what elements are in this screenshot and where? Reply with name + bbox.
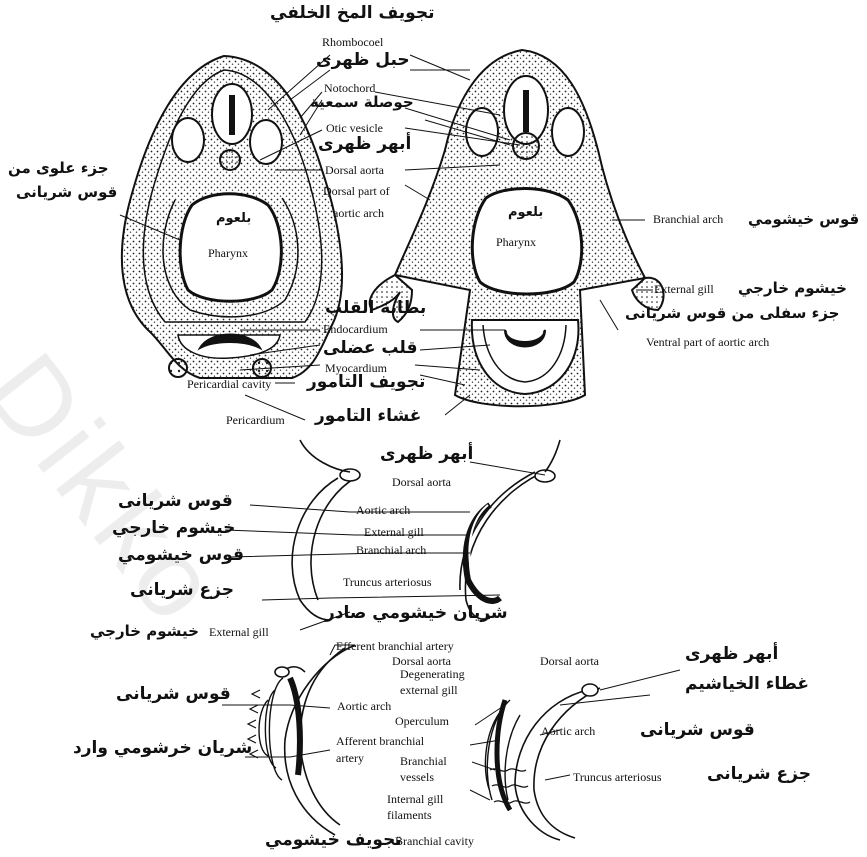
label-endocardium-ar: بطانة القلب: [325, 300, 426, 317]
label-bot-branchial-cavity-en: Branchial cavity: [395, 835, 474, 847]
label-notochord-ar: حبل ظهرى: [316, 52, 410, 69]
label-bot-branchial-cavity-ar: تجويف خيشومي: [265, 832, 402, 849]
label-bot-aortic-arch-en-left: Aortic arch: [337, 700, 391, 712]
label-rhombocoel-ar: تجويف المخ الخلفي: [270, 5, 434, 22]
label-mid-branchial-arch-en: Branchial arch: [356, 544, 426, 556]
label-bot-branchial-vessels-en-2: vessels: [400, 771, 434, 783]
label-bot-degenerating-en-2: external gill: [400, 684, 458, 696]
label-external-gill-ar: خيشوم خارجي: [738, 281, 847, 296]
label-bot-efferent-en: Efferent branchial artery: [336, 640, 454, 652]
label-bot-truncus-ar: جزع شريانى: [707, 766, 811, 783]
label-bot-internal-gill-en-2: filaments: [387, 809, 432, 821]
bottom-left-afferent: [290, 678, 300, 775]
label-mid-truncus-ar: جزع شريانى: [130, 582, 234, 599]
label-dorsal-aorta-en: Dorsal aorta: [325, 164, 384, 176]
middle-arch-diagram: [292, 440, 560, 620]
label-bot-external-gill-ar: خيشوم خارجي: [90, 624, 199, 639]
label-mid-aortic-arch-en: Aortic arch: [356, 504, 410, 516]
label-mid-external-gill-ar: خيشوم خارجي: [112, 520, 235, 537]
label-mid-aortic-arch-ar: قوس شريانى: [118, 493, 233, 510]
label-bot-operculum-ar: غطاء الخياشيم: [685, 676, 809, 693]
label-bot-branchial-vessels-en-1: Branchial: [400, 755, 447, 767]
label-pericardial-cavity-en: Pericardial cavity: [187, 378, 271, 390]
label-otic-vesicle-ar: حوصلة سمعية: [310, 95, 414, 110]
label-external-gill-en: External gill: [654, 283, 714, 295]
label-branchial-arch-ar: قوس خيشومي: [748, 212, 859, 227]
label-dorsal-part-ar-1: جزء علوى من: [8, 161, 109, 176]
label-bot-operculum-en: Operculum: [395, 715, 449, 727]
label-mid-truncus-en: Truncus arteriosus: [343, 576, 432, 588]
label-rhombocoel-en: Rhombocoel: [322, 36, 383, 48]
label-bot-external-gill-en: External gill: [209, 626, 269, 638]
label-dorsal-part-ar-2: قوس شريانى: [16, 185, 117, 200]
label-ventral-part-ar: جزء سفلى من قوس شريانى: [625, 306, 839, 321]
label-bot-truncus-en: Truncus arteriosus: [573, 771, 662, 783]
label-myocardium-ar: قلب عضلى: [323, 340, 418, 357]
label-bot-internal-gill-en-1: Internal gill: [387, 793, 443, 805]
label-endocardium-en: Endocardium: [323, 323, 388, 335]
label-pericardium-en: Pericardium: [226, 414, 285, 426]
label-mid-external-gill-en: External gill: [364, 526, 424, 538]
label-bot-aortic-arch-ar-left: قوس شريانى: [116, 686, 231, 703]
label-pharynx-ar-left: بلعوم: [216, 212, 251, 225]
label-pharynx-en-left: Pharynx: [208, 247, 248, 259]
label-pericardial-cavity-ar: تجويف التامور: [307, 374, 425, 391]
left-otic-vesicle-l: [172, 118, 204, 162]
label-branchial-arch-en: Branchial arch: [653, 213, 723, 225]
label-dorsal-aorta-ar: أبهر ظهرى: [318, 136, 411, 153]
label-bot-aortic-arch-ar-right: قوس شريانى: [640, 722, 755, 739]
label-pharynx-en-right: Pharynx: [496, 236, 536, 248]
label-mid-dorsal-aorta-en: Dorsal aorta: [392, 476, 451, 488]
label-dorsal-part-en-2: aortic arch: [333, 207, 384, 219]
label-dorsal-part-en-1: Dorsal part of: [323, 185, 390, 197]
label-pericardium-ar: غشاء التامور: [315, 408, 421, 425]
bottom-left-gill-filaments: [259, 678, 283, 780]
label-bot-aortic-arch-en-right: Aortic arch: [541, 725, 595, 737]
label-ventral-part-en: Ventral part of aortic arch: [646, 336, 769, 348]
bottom-right-operculum-diagram: [485, 684, 600, 840]
label-bot-afferent-ar: شريان خرشومي وارد: [73, 740, 252, 757]
label-bot-degenerating-en-1: Degenerating: [400, 668, 465, 680]
label-bot-dorsal-aorta-ar-right: أبهر ظهرى: [685, 646, 778, 663]
label-bot-dorsal-aorta-en-right: Dorsal aorta: [540, 655, 599, 667]
label-bot-afferent-en-2: artery: [336, 752, 364, 764]
label-bot-afferent-en-1: Afferent branchial: [336, 735, 424, 747]
label-mid-efferent-ar: شريان خيشومي صادر: [325, 605, 508, 622]
label-pharynx-ar-right: بلعوم: [508, 206, 543, 219]
label-bot-dorsal-aorta-en-left: Dorsal aorta: [392, 655, 451, 667]
label-mid-branchial-arch-ar: قوس خيشومي: [118, 547, 244, 564]
label-mid-dorsal-aorta-ar: أبهر ظهرى: [380, 446, 473, 463]
left-notochord: [220, 150, 240, 170]
label-otic-vesicle-en: Otic vesicle: [326, 122, 383, 134]
